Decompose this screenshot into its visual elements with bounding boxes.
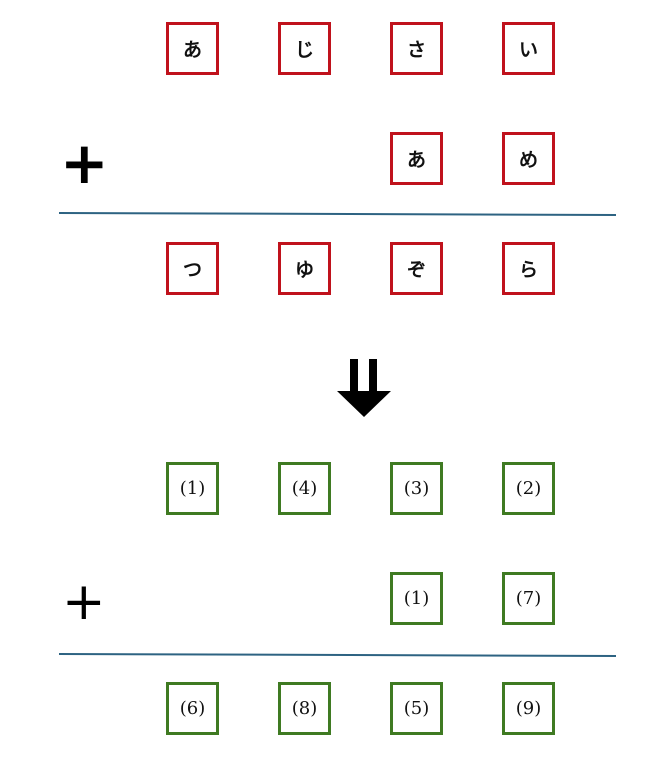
number-box-a3: (3) xyxy=(390,462,443,515)
kana-box-a2: じ xyxy=(278,22,331,75)
kana-box-a4: い xyxy=(502,22,555,75)
number-box-a2: (4) xyxy=(278,462,331,515)
kana-box-a1: あ xyxy=(166,22,219,75)
number-box-s4: (9) xyxy=(502,682,555,735)
kana-box-s3: ぞ xyxy=(390,242,443,295)
number-box-s1: (6) xyxy=(166,682,219,735)
number-box-b1: (1) xyxy=(390,572,443,625)
number-box-s2: (8) xyxy=(278,682,331,735)
kana-box-b2: め xyxy=(502,132,555,185)
kana-box-b1: あ xyxy=(390,132,443,185)
kana-box-s2: ゆ xyxy=(278,242,331,295)
plus-sign-bottom: + xyxy=(62,572,106,632)
number-box-b2: (7) xyxy=(502,572,555,625)
kana-box-s1: つ xyxy=(166,242,219,295)
number-box-a1: (1) xyxy=(166,462,219,515)
double-down-arrow-icon xyxy=(335,357,393,423)
sum-line-bottom xyxy=(58,653,617,657)
sum-line-top xyxy=(58,212,617,216)
number-box-s3: (5) xyxy=(390,682,443,735)
plus-sign-top: + xyxy=(60,129,109,197)
kana-box-s4: ら xyxy=(502,242,555,295)
number-box-a4: (2) xyxy=(502,462,555,515)
kana-box-a3: さ xyxy=(390,22,443,75)
